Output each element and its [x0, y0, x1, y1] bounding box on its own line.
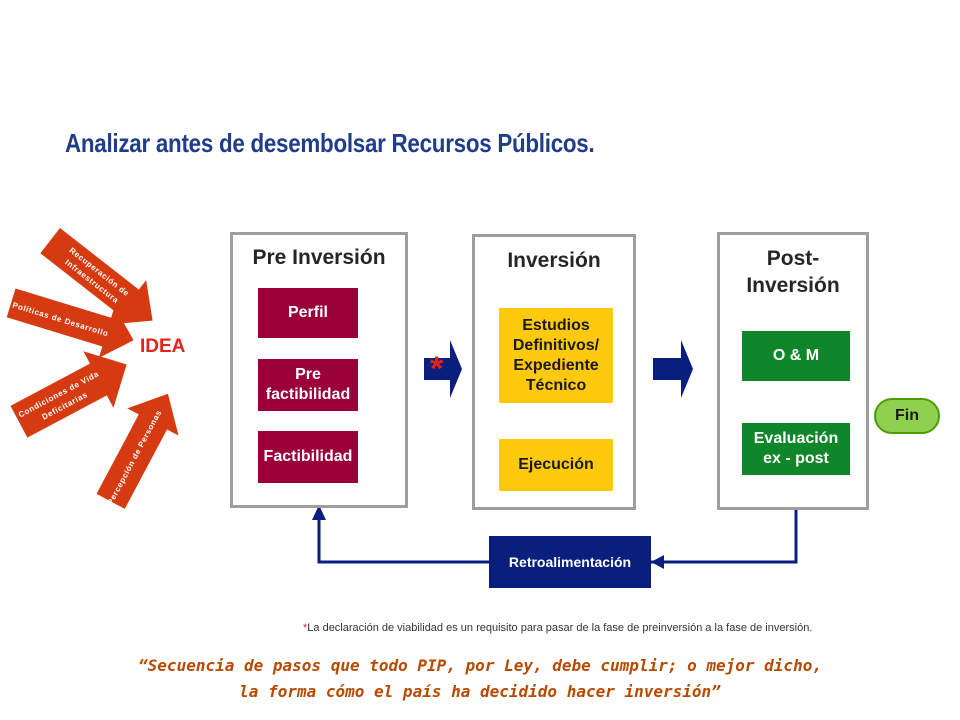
quote-line-1: “Secuencia de pasos que todo PIP, por Le… — [138, 656, 822, 675]
note-asterisk: * — [303, 622, 308, 634]
phase-arrow-1 — [424, 340, 462, 398]
step-o-m: O & M — [742, 331, 850, 381]
step-ejecucion: Ejecución — [499, 439, 613, 491]
phase-title: Pre Inversión — [252, 246, 386, 269]
step-factibilidad: Factibilidad — [258, 431, 358, 483]
fin-node: Fin — [874, 398, 940, 434]
quote-line-2: la forma cómo el país ha decidido hacer … — [239, 682, 721, 701]
feedback-arrowhead-left — [312, 505, 326, 520]
idea-label: IDEA — [140, 336, 186, 357]
note-text: La declaración de viabilidad es un requi… — [307, 622, 813, 634]
phase-title: Inversión — [507, 249, 601, 272]
phase-title-line2: Inversión — [746, 274, 840, 297]
input-arrow-condiciones: Condiciones de Vida Deficitarias — [10, 351, 127, 438]
step-estudios-definitivos: Estudios Definitivos/ Expediente Técnico — [499, 308, 613, 403]
step-prefactibilidad: Pre factibilidad — [258, 359, 358, 411]
step-evaluacion-ex-post: Evaluación ex - post — [742, 423, 850, 475]
viability-note: *La declaración de viabilidad es un requ… — [303, 622, 812, 634]
step-perfil: Perfil — [258, 288, 358, 338]
page-title: Analizar antes de desembolsar Recursos P… — [65, 128, 595, 158]
phase-arrow-2 — [653, 340, 693, 398]
phase-title-line1: Post- — [766, 247, 820, 270]
feedback-box: Retroalimentación — [489, 536, 651, 588]
phase-post-inversion: Post- Inversión O & M Evaluación ex - po… — [717, 232, 869, 510]
phase-inversion: Inversión Estudios Definitivos/ Expedien… — [472, 234, 636, 510]
phase-pre-inversion: Pre Inversión Perfil Pre factibilidad Fa… — [230, 232, 408, 508]
viability-asterisk: * — [430, 350, 444, 388]
feedback-arrowhead-right — [651, 555, 664, 569]
input-arrow-percepcion: Percepción de Personas — [96, 393, 179, 509]
feedback-line — [317, 510, 798, 564]
